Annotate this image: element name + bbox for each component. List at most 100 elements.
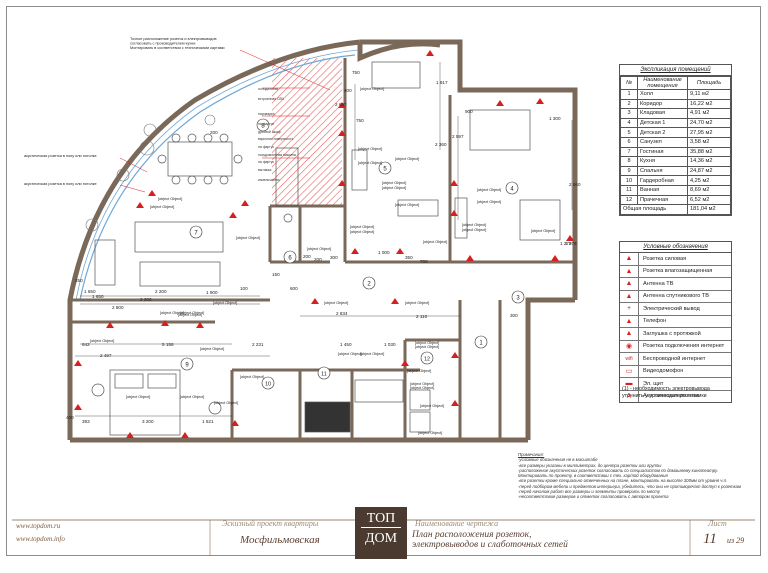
dim-9: 2 497 xyxy=(100,353,112,358)
dim-27: 900 xyxy=(465,109,473,114)
bath-fixtures xyxy=(283,213,431,433)
dim-12: 1 521 xyxy=(202,419,214,424)
room-number-circles xyxy=(180,118,525,390)
plan-text-14: [object Object] xyxy=(350,225,374,229)
kitchen-note-3: Монтировать в соответствии с техническим… xyxy=(130,46,225,50)
sheet-caption: Лист xyxy=(708,519,727,528)
kitchen-label-5: духовой шкаф xyxy=(258,130,281,134)
plan-text-32: [object Object] xyxy=(410,386,434,390)
plan-text-17: [object Object] xyxy=(236,236,260,240)
dim-33: 200 xyxy=(314,257,322,262)
room-num-12: 12 xyxy=(424,357,430,363)
dim-8: 5 158 xyxy=(162,342,174,347)
acoustic-socket-icon: A xyxy=(620,390,639,402)
site-link-1[interactable]: www.topdom.ru xyxy=(16,522,61,530)
dim-15: 250 xyxy=(75,278,83,283)
drawing-caption: Наименование чертежа xyxy=(415,519,499,528)
plan-text-27: [object Object] xyxy=(338,352,362,356)
legend-table: Условные обозначения ▲Розетка силовая ▲Р… xyxy=(619,241,732,403)
kitchen-label-8: посудомоечная машина xyxy=(258,153,296,157)
dim-11: 3 200 xyxy=(142,419,154,424)
legend-item: ▲Розетка влагозащищенная xyxy=(620,265,731,278)
room-num-11: 11 xyxy=(321,372,327,378)
dim-32: 1 000 xyxy=(378,250,390,255)
plan-text-11: [object Object] xyxy=(462,223,486,227)
socket-icon: ▲ xyxy=(620,253,639,265)
legend-title: Условные обозначения xyxy=(620,242,731,253)
dim-40: 2 560 xyxy=(569,182,581,187)
dim-5: 1 650 xyxy=(84,289,96,294)
project-caption: Эскизный проект квартиры xyxy=(222,519,319,528)
kitchen-label-11: измельчитель xyxy=(258,178,280,182)
plan-text-20: [object Object] xyxy=(160,311,184,315)
legend-item: ◉Розетка подключения интернет xyxy=(620,340,731,353)
room-num-8: 8 xyxy=(261,124,265,130)
kitchen-label-9: на фартук xyxy=(258,160,274,164)
project-name: Мосфильмовская xyxy=(240,534,320,546)
dim-25: 750 xyxy=(352,70,360,75)
plan-text-4: [object Object] xyxy=(395,157,419,161)
drawing-title-1: План расположения розеток, xyxy=(412,530,532,540)
dim-13: 400 xyxy=(66,415,74,420)
dim-42: 300 xyxy=(510,313,518,318)
plan-text-15: [object Object] xyxy=(350,230,374,234)
drawing-title-2: электровыводов и слаботочных сетей xyxy=(412,540,568,550)
dim-36: 750 xyxy=(356,118,364,123)
legend-item: +Электрический вывод xyxy=(620,303,731,316)
wifi-icon: wifi xyxy=(620,353,639,365)
plan-text-39: [object Object] xyxy=(150,205,174,209)
plan-text-38: [object Object] xyxy=(158,197,182,201)
plan-text-23: [object Object] xyxy=(200,347,224,351)
plan-text-25: [object Object] xyxy=(180,395,204,399)
tv-antenna-icon: ▲ xyxy=(620,278,639,290)
dim-1: 200 xyxy=(210,130,218,135)
room-num-5: 5 xyxy=(383,167,387,173)
dim-23: 2 360 xyxy=(435,142,447,147)
kitchen-label-1: холодильник xyxy=(258,87,279,91)
room-num-2: 2 xyxy=(367,282,371,288)
plan-text-29: [object Object] xyxy=(415,341,439,345)
dim-24: 1 917 xyxy=(436,80,448,85)
dim-17: 2 834 xyxy=(336,311,348,316)
dim-7: 642 xyxy=(82,342,90,347)
site-link-2[interactable]: www.topdom.info xyxy=(16,535,65,543)
dim-26: 2 697 xyxy=(335,102,347,107)
kitchen-label-10: вытяжка xyxy=(258,168,271,172)
intercom-icon: ▭ xyxy=(620,365,639,377)
plan-text-24: [object Object] xyxy=(126,395,150,399)
dim-6: 1 650 xyxy=(92,294,104,299)
plan-text-19: [object Object] xyxy=(180,311,204,315)
plan-text-2: [object Object] xyxy=(358,147,382,151)
explication-table: Экспликация помещений № Наименование пом… xyxy=(619,64,732,216)
socket-markers xyxy=(74,50,574,438)
dim-3: 2 200 xyxy=(140,297,152,302)
plants xyxy=(85,114,216,232)
dim-2: 2 200 xyxy=(155,289,167,294)
room4-furniture xyxy=(454,109,561,241)
sheet-total: из 29 xyxy=(727,536,745,545)
legend-item: ▭Видеодомофон xyxy=(620,365,731,378)
dim-14: 393 xyxy=(82,419,90,424)
notes-block: Примечания: -условные обозначения не в м… xyxy=(518,452,741,500)
room5-furniture xyxy=(351,61,439,217)
electric-outlet-icon: + xyxy=(620,303,639,315)
dim-31: 350 xyxy=(405,255,413,260)
plan-text-33: [object Object] xyxy=(420,404,444,408)
room-num-6: 6 xyxy=(288,256,292,262)
dim-10: 2 231 xyxy=(252,342,264,347)
plan-text-12: [object Object] xyxy=(462,228,486,232)
plan-text-10: [object Object] xyxy=(531,229,555,233)
plan-text-28: [object Object] xyxy=(360,352,384,356)
dim-35: 300 xyxy=(330,255,338,260)
room-num-10: 10 xyxy=(265,382,271,388)
plan-text-6: [object Object] xyxy=(382,186,406,190)
dim-34: 150 xyxy=(272,272,280,277)
dim-20: 1 030 xyxy=(384,342,396,347)
plan-text-26: [object Object] xyxy=(214,401,238,405)
kitchen-note-2: согласовать с производителем кухни xyxy=(130,42,195,46)
plan-text-21: [object Object] xyxy=(178,313,202,317)
kitchen-note-1: Точное расположение розеток и электровыв… xyxy=(130,37,216,41)
plan-text-36: [object Object] xyxy=(405,301,429,305)
legend-item: ▲Антенна ТВ xyxy=(620,278,731,291)
